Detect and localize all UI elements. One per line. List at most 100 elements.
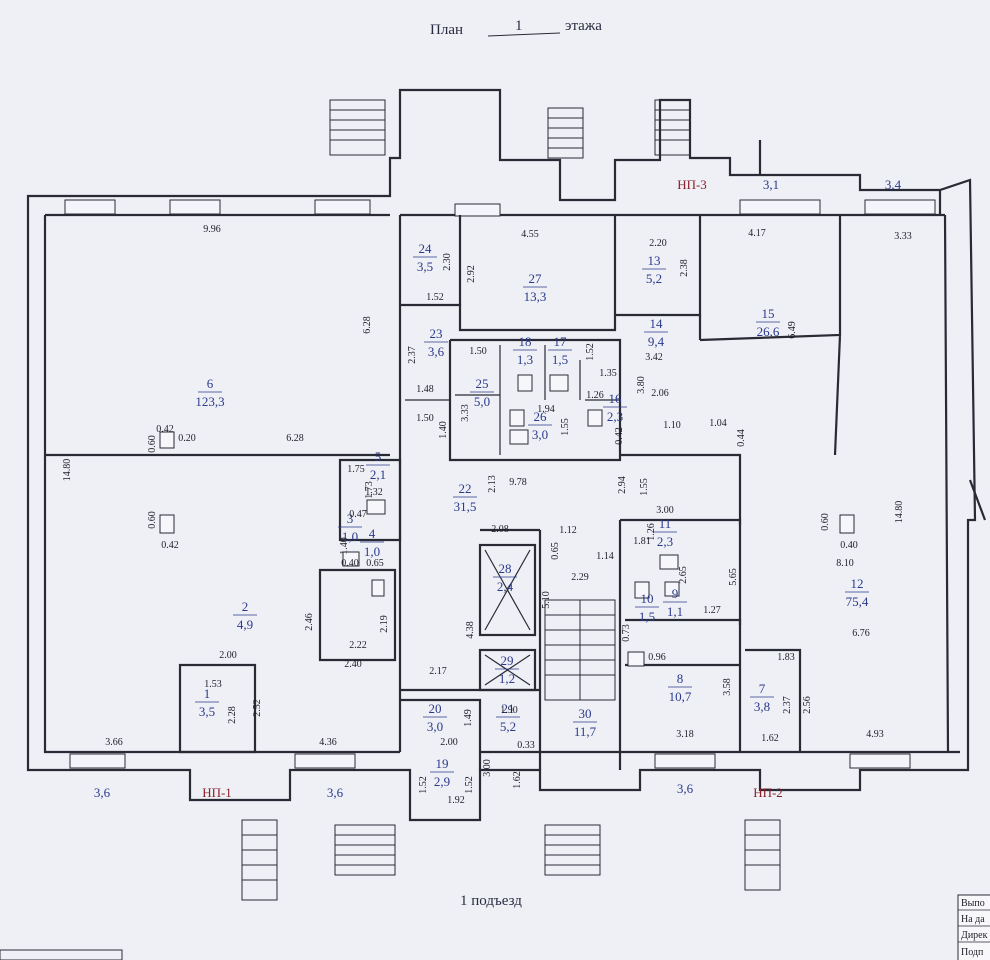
plan-title-suffix: этажа bbox=[565, 18, 602, 34]
dimension-label: 2.56 bbox=[802, 696, 813, 714]
dimension-label: 14.80 bbox=[62, 459, 73, 482]
np-label: НП-3 bbox=[677, 177, 707, 192]
dimension-label: 4.93 bbox=[866, 729, 884, 740]
dimension-label: 1.52 bbox=[464, 776, 475, 794]
room-number: 25 bbox=[476, 376, 489, 391]
dimension-label: 2.13 bbox=[487, 475, 498, 493]
dimension-label: 9.96 bbox=[203, 224, 221, 235]
dimension-label: 1.52 bbox=[426, 292, 444, 303]
room-number: 27 bbox=[529, 271, 543, 286]
dimension-label: 6.76 bbox=[852, 628, 870, 639]
dimension-label: 1.94 bbox=[537, 404, 555, 415]
room-number: 14 bbox=[650, 316, 664, 331]
room-area: 3,5 bbox=[199, 704, 215, 719]
room-area: 3,5 bbox=[417, 259, 433, 274]
dimension-label: 6.49 bbox=[787, 321, 798, 339]
dimension-label: 14.80 bbox=[894, 501, 905, 524]
room-number: 17 bbox=[554, 334, 568, 349]
dimension-label: 0.42 bbox=[161, 540, 179, 551]
room-number: 22 bbox=[459, 481, 472, 496]
dimension-label: 1.49 bbox=[463, 709, 474, 727]
dimension-label: 1.35 bbox=[599, 368, 617, 379]
room-area: 1,1 bbox=[667, 604, 683, 619]
dimension-label: 0.20 bbox=[178, 433, 196, 444]
room-number: 15 bbox=[762, 306, 775, 321]
dimension-label: 6.28 bbox=[362, 316, 373, 334]
room-number: 18 bbox=[519, 334, 532, 349]
dimension-label: 2.29 bbox=[571, 572, 589, 583]
dimension-label: 1.26 bbox=[646, 523, 657, 541]
dimension-label: 0.44 bbox=[736, 429, 747, 447]
dimension-label: 2.46 bbox=[304, 613, 315, 631]
room-area: 5,2 bbox=[500, 719, 516, 734]
room-area: 1,5 bbox=[639, 609, 655, 624]
entrance-label: 1 подъезд bbox=[460, 893, 522, 909]
dimension-label: 1.50 bbox=[469, 346, 487, 357]
dimension-label: 2.19 bbox=[379, 615, 390, 633]
dimension-label: 1.90 bbox=[500, 705, 518, 716]
dimension-label: 1.27 bbox=[703, 605, 721, 616]
dimension-label: 1.04 bbox=[709, 418, 727, 429]
interior-walls bbox=[45, 140, 987, 770]
outer-walls bbox=[26, 88, 977, 822]
stamp-line: Дирек bbox=[961, 930, 988, 941]
dimension-label: 3.33 bbox=[894, 231, 912, 242]
dimension-label: 1.52 bbox=[585, 343, 596, 361]
elevators-and-stairs bbox=[241, 99, 781, 901]
room-number: 4 bbox=[369, 526, 376, 541]
dimension-label: 3.80 bbox=[636, 376, 647, 394]
room-number: 6 bbox=[207, 376, 214, 391]
room-area: 3,0 bbox=[532, 427, 548, 442]
dimension-label: 1.53 bbox=[204, 679, 222, 690]
dimension-label: 2.08 bbox=[491, 524, 509, 535]
dimension-label: 2.92 bbox=[466, 265, 477, 283]
dimension-label: 2.20 bbox=[649, 238, 667, 249]
dimension-label: 3.66 bbox=[105, 737, 123, 748]
dimension-label: 0.65 bbox=[366, 558, 384, 569]
room-number: 8 bbox=[677, 671, 684, 686]
dimension-label: 0.40 bbox=[840, 540, 858, 551]
room-number: 1 bbox=[204, 686, 211, 701]
dimension-label: 1.75 bbox=[347, 464, 365, 475]
room-area: 1,0 bbox=[342, 529, 358, 544]
room-area: 5,2 bbox=[646, 271, 662, 286]
dimension-label: 3.42 bbox=[645, 352, 663, 363]
room-number: 19 bbox=[436, 756, 449, 771]
room-area: 5,0 bbox=[474, 394, 490, 409]
dimension-label: 3.00 bbox=[656, 505, 674, 516]
room-number: 5 bbox=[375, 449, 382, 464]
dimension-label: 2.37 bbox=[407, 346, 418, 364]
dimension-label: 1.55 bbox=[560, 418, 571, 436]
room-area: 13,3 bbox=[524, 289, 547, 304]
room-area: 2,4 bbox=[497, 579, 514, 594]
dimension-label: 1.10 bbox=[663, 420, 681, 431]
dimension-label: 1.73 bbox=[364, 481, 375, 499]
porch-area: 3,6 bbox=[327, 785, 344, 800]
dimension-label: 6.28 bbox=[286, 433, 304, 444]
room-area: 1,5 bbox=[552, 352, 568, 367]
room-area: 2,9 bbox=[434, 774, 450, 789]
porch-area: 3,6 bbox=[677, 781, 694, 796]
dimension-label: 0.96 bbox=[648, 652, 666, 663]
dimension-label: 1.62 bbox=[512, 771, 523, 789]
dimension-label: 0.60 bbox=[147, 435, 158, 453]
dimension-label: 9.78 bbox=[509, 477, 527, 488]
plumbing-fixtures bbox=[159, 374, 855, 667]
dimension-label: 0.42 bbox=[614, 427, 625, 445]
room-area: 2,3 bbox=[657, 534, 673, 549]
room-number: 11 bbox=[659, 516, 672, 531]
room-area: 3,8 bbox=[754, 699, 770, 714]
room-area: 2,3 bbox=[607, 409, 623, 424]
dimension-label: 2.94 bbox=[617, 476, 628, 494]
dimension-label: 2.65 bbox=[678, 566, 689, 584]
dimension-label: 0.65 bbox=[550, 542, 561, 560]
room-number: 7 bbox=[759, 681, 766, 696]
dimension-label: 0.33 bbox=[517, 740, 535, 751]
dimension-label: 4.17 bbox=[748, 228, 766, 239]
dimension-label: 3.58 bbox=[722, 678, 733, 696]
dimension-label: 5.65 bbox=[728, 568, 739, 586]
dimension-label: 0.60 bbox=[147, 511, 158, 529]
room-area: 26,6 bbox=[757, 324, 780, 339]
